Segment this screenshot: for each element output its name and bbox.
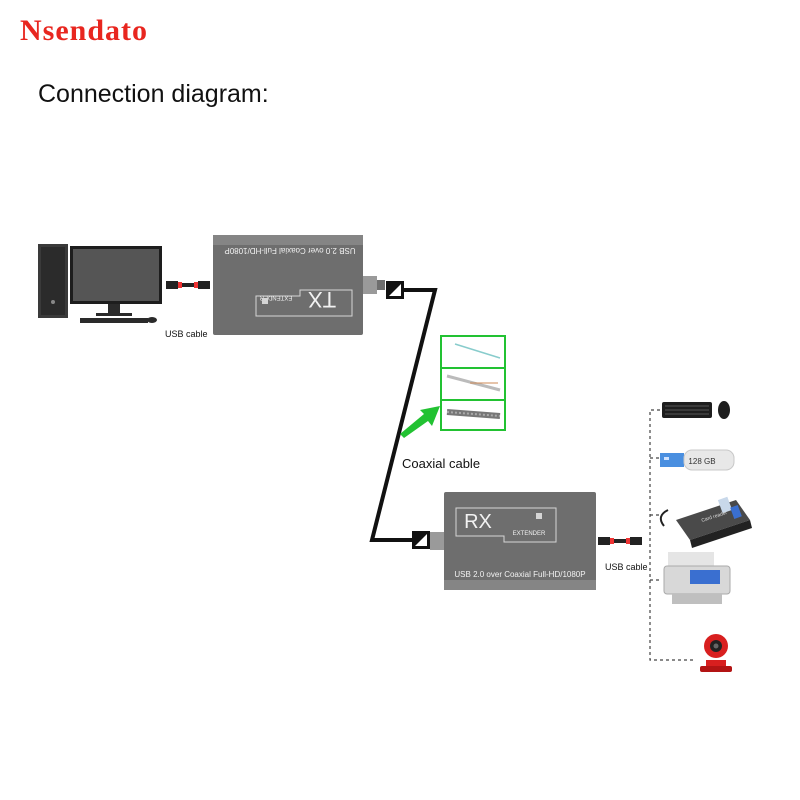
printer-icon: [663, 552, 731, 604]
usb-cable-right-label: USB cable: [605, 562, 648, 572]
rx-device-text: USB 2.0 over Coaxial Full-HD/1080P: [454, 570, 585, 579]
tx-extender: USB 2.0 over Coaxial Full-HD/1080P TX EX…: [213, 235, 385, 335]
usb-flash-drive-icon: 128 GB: [660, 449, 735, 471]
bnc-connector-bottom: [412, 531, 430, 549]
computer-icon: [38, 244, 162, 323]
tx-label: TX: [308, 287, 336, 312]
diagram-title: Connection diagram:: [38, 80, 269, 108]
brand-logo: Nsendato: [20, 14, 149, 47]
rx-label: RX: [464, 511, 492, 533]
usb-cable-left: [166, 281, 210, 289]
peripherals-bracket: [649, 409, 694, 661]
tx-device-text: USB 2.0 over Coaxial Full-HD/1080P: [224, 246, 355, 255]
flash-drive-capacity: 128 GB: [688, 457, 715, 466]
tx-sub-label: EXTENDER: [259, 294, 292, 300]
webcam-icon: [700, 634, 732, 672]
bnc-connector-top: [386, 281, 404, 299]
coaxial-cable: [369, 281, 438, 549]
keyboard-mouse-icon: [662, 401, 730, 419]
usb-cable-right: [598, 537, 642, 545]
usb-cable-left-label: USB cable: [165, 329, 208, 339]
card-reader-icon: Card reader: [659, 496, 752, 548]
rx-extender: RX EXTENDER USB 2.0 over Coaxial Full-HD…: [430, 492, 596, 590]
rx-sub-label: EXTENDER: [513, 531, 546, 537]
cable-structure-inset: [400, 335, 506, 438]
coaxial-cable-label: Coaxial cable: [402, 456, 481, 471]
